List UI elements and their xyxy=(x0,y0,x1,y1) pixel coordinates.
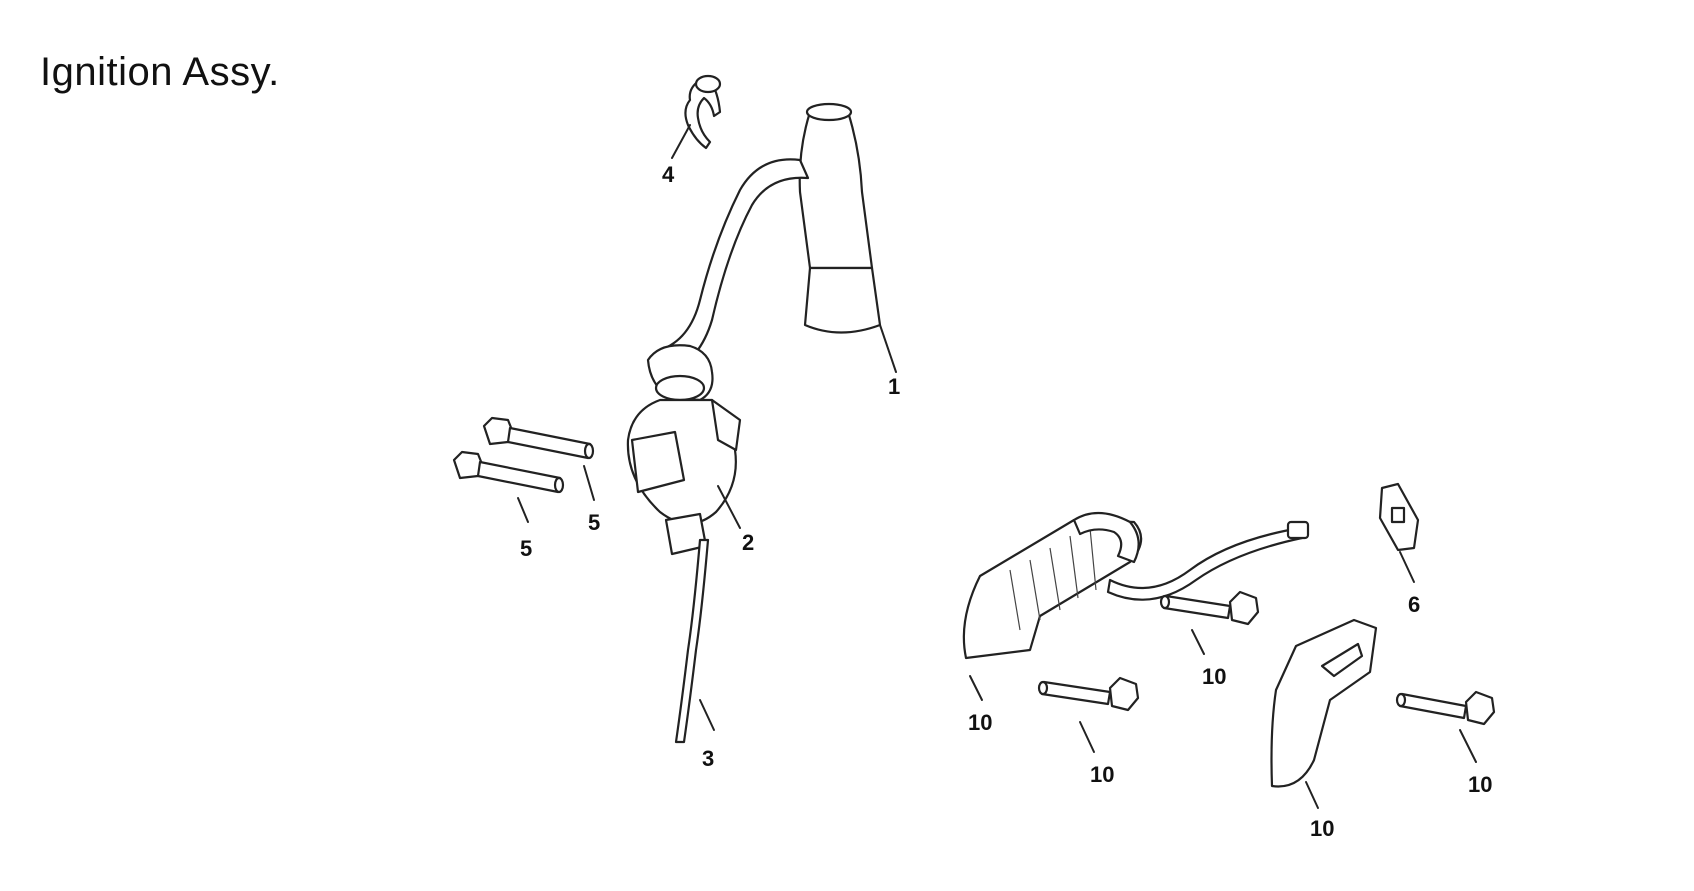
callout-6: 6 xyxy=(1408,592,1420,617)
diagram-title: Ignition Assy. xyxy=(40,50,280,94)
callout-10-bolt-c: 10 xyxy=(1468,772,1492,797)
callout-5-upper: 5 xyxy=(588,510,600,535)
part-10-bolt-a xyxy=(1159,590,1260,655)
callout-10-bracket: 10 xyxy=(1310,816,1334,841)
part-10-pulser-coil xyxy=(962,511,1310,701)
part-4-spring-clip xyxy=(671,74,722,159)
part-10-bolt-b xyxy=(1037,676,1140,753)
part-10-bracket xyxy=(1270,618,1378,809)
part-2-ignition-coil xyxy=(626,344,742,556)
callout-4: 4 xyxy=(662,162,675,187)
callout-1: 1 xyxy=(888,374,900,399)
part-1-plug-cap xyxy=(658,102,897,374)
callout-2: 2 xyxy=(742,530,754,555)
part-10-bolt-c xyxy=(1395,690,1496,763)
callout-3: 3 xyxy=(702,746,714,771)
part-3-ground-wire xyxy=(674,538,715,744)
part-5-bolt-lower xyxy=(452,450,565,523)
callout-5-lower: 5 xyxy=(520,536,532,561)
callout-10-pulser: 10 xyxy=(968,710,992,735)
part-6-spacer-block xyxy=(1378,482,1420,583)
callout-10-bolt-a: 10 xyxy=(1202,664,1226,689)
part-5-bolt-upper xyxy=(482,416,595,501)
callout-10-bolt-b: 10 xyxy=(1090,762,1114,787)
